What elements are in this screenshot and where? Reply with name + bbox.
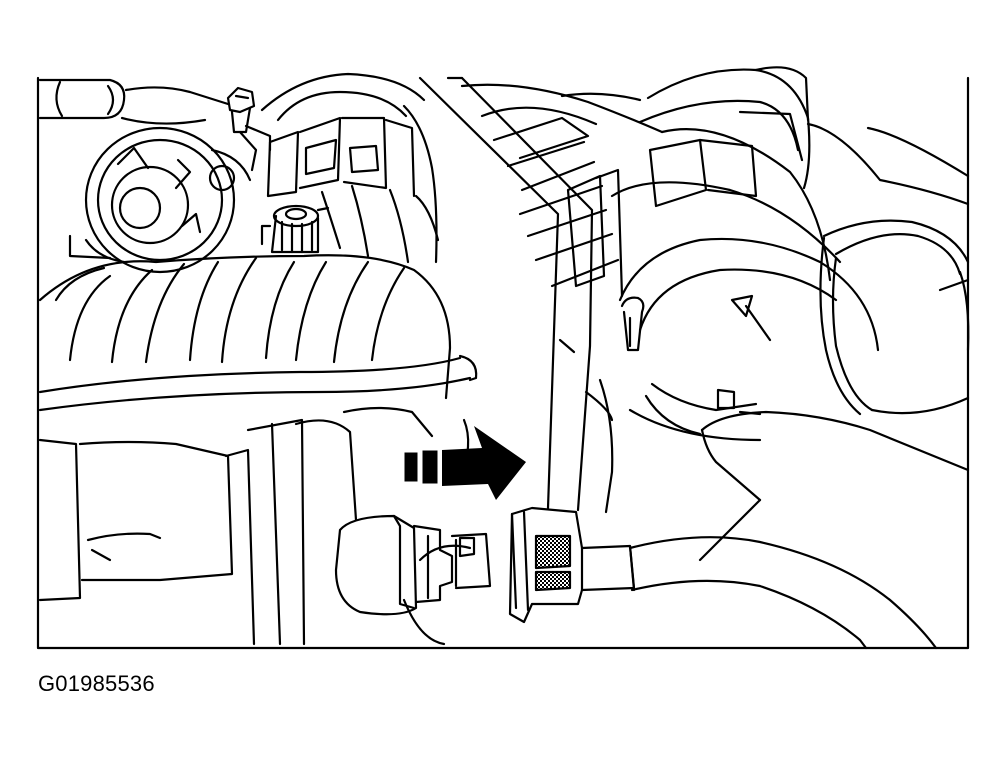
scene-outline <box>36 76 970 650</box>
air-box <box>644 394 970 502</box>
corrugated-air-tube <box>260 72 440 264</box>
filter-connection-ring <box>806 122 970 416</box>
sensor-body <box>334 514 492 616</box>
bleeder-valve <box>226 86 258 172</box>
bottom-right-edge <box>698 498 762 562</box>
air-flow-meter-housing <box>610 66 880 442</box>
support-strut <box>418 76 594 512</box>
bold-arrow-icon <box>403 426 526 500</box>
clamp-screw <box>620 296 645 352</box>
intake-manifold <box>38 254 478 412</box>
figure-code-label: G01985536 <box>38 671 155 696</box>
strut-lower <box>558 338 614 514</box>
airflow-arrow-icon <box>730 294 772 342</box>
electrical-connector <box>508 506 636 624</box>
upper-hose-fitting <box>38 78 230 125</box>
lower-housing <box>38 406 472 646</box>
wiring-harness <box>628 536 938 650</box>
pulley-assembly <box>68 124 272 274</box>
intake-duct <box>460 83 664 298</box>
small-fan <box>260 204 330 254</box>
